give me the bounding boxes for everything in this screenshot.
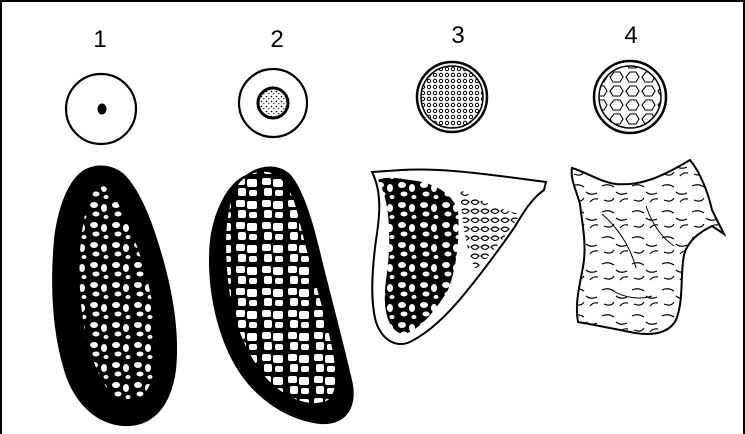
cross-section-4 bbox=[594, 61, 666, 133]
cross-section-2 bbox=[239, 69, 307, 137]
specimen-3 bbox=[372, 169, 546, 344]
specimen-4 bbox=[572, 160, 724, 334]
specimen-1 bbox=[52, 166, 177, 427]
cross-section-1 bbox=[66, 74, 136, 144]
specimen-2 bbox=[209, 167, 354, 425]
cross-section-3 bbox=[417, 62, 487, 132]
